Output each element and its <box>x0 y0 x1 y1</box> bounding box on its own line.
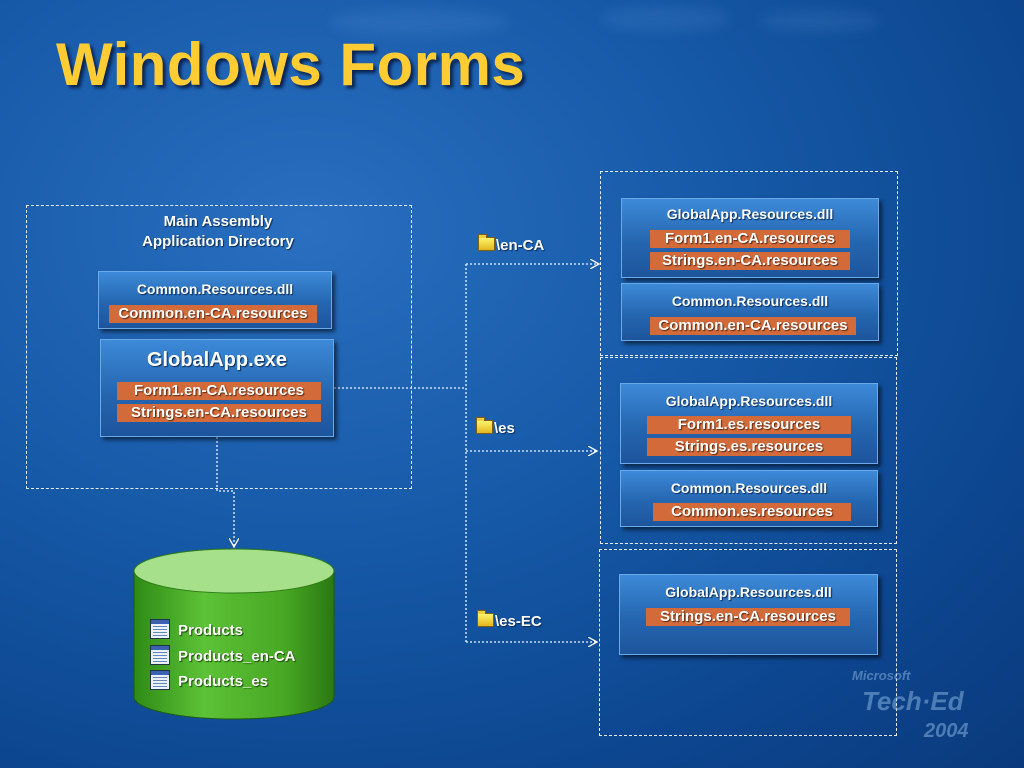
es-ec-globalapp-resources-box: GlobalApp.Resources.dll Strings.en-CA.re… <box>619 574 878 655</box>
es-ec-global-dll-label: GlobalApp.Resources.dll <box>665 584 832 600</box>
main-assembly-caption-line2: Application Directory <box>142 233 294 250</box>
page-title: Windows Forms <box>56 31 526 98</box>
table-item-products-en-ca: Products_en-CA <box>150 645 296 665</box>
es-global-resource-bar: Strings.es.resources <box>647 438 851 456</box>
es-global-dll-label: GlobalApp.Resources.dll <box>665 393 833 409</box>
table-name: Products_en-CA <box>178 648 296 665</box>
folder-label-es-ec: \es-EC <box>477 610 542 630</box>
main-assembly-caption-line1: Main Assembly <box>163 213 273 230</box>
table-name: Products_es <box>178 673 269 690</box>
exe-resource-bar: Form1.en-CA.resources <box>117 382 321 400</box>
logo-line1: Microsoft <box>852 668 911 683</box>
logo-line3: 2004 <box>924 720 969 742</box>
background-glow <box>760 10 880 32</box>
en-ca-global-resource-bar: Strings.en-CA.resources <box>650 252 850 270</box>
table-icon <box>150 670 170 690</box>
main-assembly-caption: Main Assembly Application Directory <box>100 212 336 252</box>
tech-ed-logo: Microsoft Tech·Ed 2004 <box>852 668 1002 748</box>
folder-icon <box>477 610 494 627</box>
globalapp-exe-box: GlobalApp.exe Form1.en-CA.resources Stri… <box>100 339 334 437</box>
table-icon <box>150 645 170 665</box>
table-icon <box>150 619 170 639</box>
folder-label-es: \es <box>476 417 515 437</box>
folder-icon <box>476 417 493 434</box>
es-ec-global-resource-bar: Strings.en-CA.resources <box>646 608 850 626</box>
es-common-resource-bar: Common.es.resources <box>653 503 851 521</box>
en-ca-common-resource-bar: Common.en-CA.resources <box>650 317 856 335</box>
en-ca-globalapp-resources-box: GlobalApp.Resources.dll Form1.en-CA.reso… <box>621 198 879 278</box>
main-common-resource-bar: Common.en-CA.resources <box>109 305 317 323</box>
folder-label-text: \en-CA <box>496 237 545 254</box>
en-ca-global-resource-bar: Form1.en-CA.resources <box>650 230 850 248</box>
main-common-resources-box: Common.Resources.dll Common.en-CA.resour… <box>98 271 332 329</box>
es-common-dll-label: Common.Resources.dll <box>670 480 828 496</box>
logo-line2: Tech·Ed <box>862 686 964 716</box>
table-item-products-es: Products_es <box>150 670 268 690</box>
es-global-resource-bar: Form1.es.resources <box>647 416 851 434</box>
exe-name-label: GlobalApp.exe <box>146 349 288 371</box>
background-glow <box>330 8 510 36</box>
satellite-region-es-ec <box>599 549 897 736</box>
es-common-resources-box: Common.Resources.dll Common.es.resources <box>620 470 878 527</box>
en-ca-global-dll-label: GlobalApp.Resources.dll <box>666 206 834 222</box>
folder-label-en-ca: \en-CA <box>478 234 545 254</box>
database-cylinder <box>133 548 335 720</box>
satellite-region-en-ca <box>600 171 898 356</box>
table-item-products: Products <box>150 619 243 639</box>
table-name: Products <box>178 622 244 639</box>
main-assembly-region <box>26 205 412 489</box>
folder-label-text: \es-EC <box>495 613 542 630</box>
es-globalapp-resources-box: GlobalApp.Resources.dll Form1.es.resourc… <box>620 383 878 464</box>
en-ca-common-resources-box: Common.Resources.dll Common.en-CA.resour… <box>621 283 879 341</box>
folder-icon <box>478 234 495 251</box>
satellite-region-es <box>600 357 897 544</box>
main-common-dll-label: Common.Resources.dll <box>136 281 294 297</box>
en-ca-common-dll-label: Common.Resources.dll <box>671 293 829 309</box>
folder-label-text: \es <box>494 420 515 437</box>
exe-resource-bar: Strings.en-CA.resources <box>117 404 321 422</box>
background-glow <box>600 6 730 32</box>
